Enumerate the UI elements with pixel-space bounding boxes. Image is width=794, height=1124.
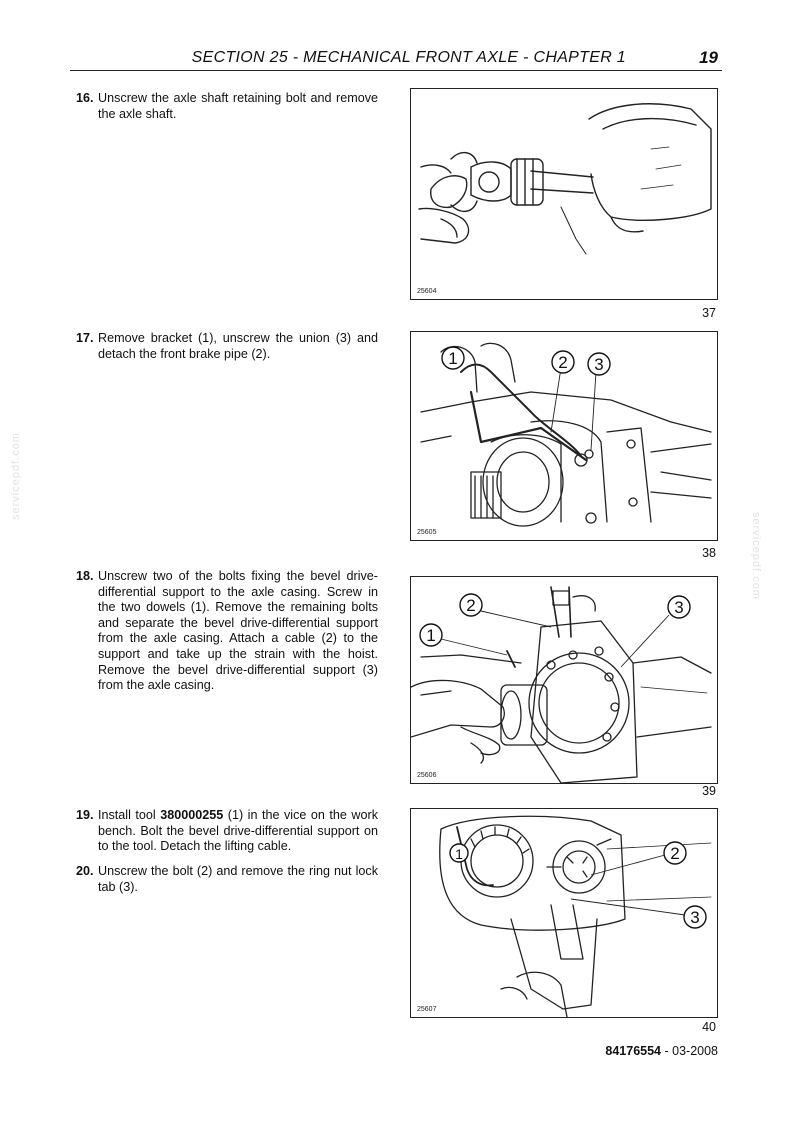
step-number: 18. bbox=[76, 569, 94, 583]
callout-circle bbox=[441, 346, 465, 370]
figure-40-ring-nut-lock-tab-illustration: 1 2 3 25607 bbox=[410, 808, 718, 1018]
step-17: 17. Remove bracket (1), unscrew the unio… bbox=[76, 331, 378, 362]
step-number: 17. bbox=[76, 331, 94, 345]
step-text: Unscrew the axle shaft retaining bolt an… bbox=[98, 91, 378, 121]
figure-code: 25605 bbox=[417, 529, 437, 536]
step-text: Unscrew two of the bolts fixing the beve… bbox=[98, 569, 378, 693]
callout-group: 1 2 3 bbox=[449, 841, 707, 929]
step-20: 20. Unscrew the bolt (2) and remove the … bbox=[76, 864, 378, 895]
callout-3-label: 3 bbox=[674, 598, 683, 617]
figure-number: 40 bbox=[702, 1020, 716, 1034]
step-text: Unscrew the bolt (2) and remove the ring… bbox=[98, 864, 378, 894]
figure-39-differential-support-illustration: 1 2 3 25606 bbox=[410, 576, 718, 784]
callout-circle bbox=[587, 352, 611, 376]
page-footer: 84176554 - 03-2008 bbox=[605, 1044, 718, 1058]
figure-code: 25607 bbox=[417, 1006, 437, 1013]
step-16: 16. Unscrew the axle shaft retaining bol… bbox=[76, 91, 378, 122]
step-text-part: (1) in the vice on the work bench. Bolt … bbox=[98, 808, 378, 854]
callout-group: 1 2 3 bbox=[419, 593, 691, 668]
callout-circle bbox=[551, 350, 575, 374]
figure-number: 39 bbox=[702, 784, 716, 798]
publication-date: - 03-2008 bbox=[661, 1044, 718, 1058]
callout-circle bbox=[459, 593, 483, 617]
callout-1-label: 1 bbox=[426, 626, 435, 645]
step-number: 16. bbox=[76, 91, 94, 105]
brake-pipe-drawing: 1 2 3 bbox=[420, 342, 712, 527]
callout-3-label: 3 bbox=[690, 908, 699, 927]
figure-code: 25604 bbox=[417, 288, 437, 295]
callout-circle bbox=[449, 843, 469, 863]
figure-37-axle-shaft-illustration: 25604 bbox=[410, 88, 718, 300]
callout-circle bbox=[683, 905, 707, 929]
callout-circle bbox=[667, 595, 691, 619]
watermark-right: servicepdf.com bbox=[750, 512, 762, 600]
callout-3-label: 3 bbox=[594, 355, 603, 374]
figure-38-brake-pipe-illustration: 1 2 3 25605 bbox=[410, 331, 718, 541]
figure-number: 38 bbox=[702, 546, 716, 560]
axle-shaft-drawing bbox=[418, 103, 712, 255]
figure-number: 37 bbox=[702, 306, 716, 320]
figure-code: 25606 bbox=[417, 772, 437, 779]
document-number: 84176554 bbox=[605, 1044, 662, 1058]
callout-1-label: 1 bbox=[448, 349, 457, 368]
callout-2-label: 2 bbox=[466, 596, 475, 615]
step-18: 18. Unscrew two of the bolts fixing the … bbox=[76, 569, 378, 694]
step-number: 20. bbox=[76, 864, 94, 878]
page-number: 19 bbox=[699, 48, 718, 67]
section-title: SECTION 25 - MECHANICAL FRONT AXLE - CHA… bbox=[191, 49, 626, 66]
watermark-left: servicepdf.com bbox=[10, 432, 22, 520]
tool-number: 380000255 bbox=[160, 808, 224, 822]
step-text-part: Install tool bbox=[98, 808, 161, 822]
step-number: 19. bbox=[76, 808, 94, 822]
step-text: Install tool 380000255 (1) in the vice o… bbox=[76, 808, 378, 855]
callout-group: 1 2 3 bbox=[441, 346, 611, 376]
page-header: SECTION 25 - MECHANICAL FRONT AXLE - CHA… bbox=[70, 46, 722, 71]
ring-nut-lock-tab-drawing: 1 2 3 bbox=[439, 815, 712, 1017]
callout-circle bbox=[663, 841, 687, 865]
callout-2-label: 2 bbox=[558, 353, 567, 372]
differential-support-drawing: 1 2 3 bbox=[411, 586, 712, 783]
step-text: Remove bracket (1), unscrew the union (3… bbox=[98, 331, 378, 361]
callout-1-label: 1 bbox=[455, 846, 463, 862]
callout-circle bbox=[419, 623, 443, 647]
step-19: 19. Install tool 380000255 (1) in the vi… bbox=[76, 808, 378, 855]
callout-2-label: 2 bbox=[670, 844, 679, 863]
